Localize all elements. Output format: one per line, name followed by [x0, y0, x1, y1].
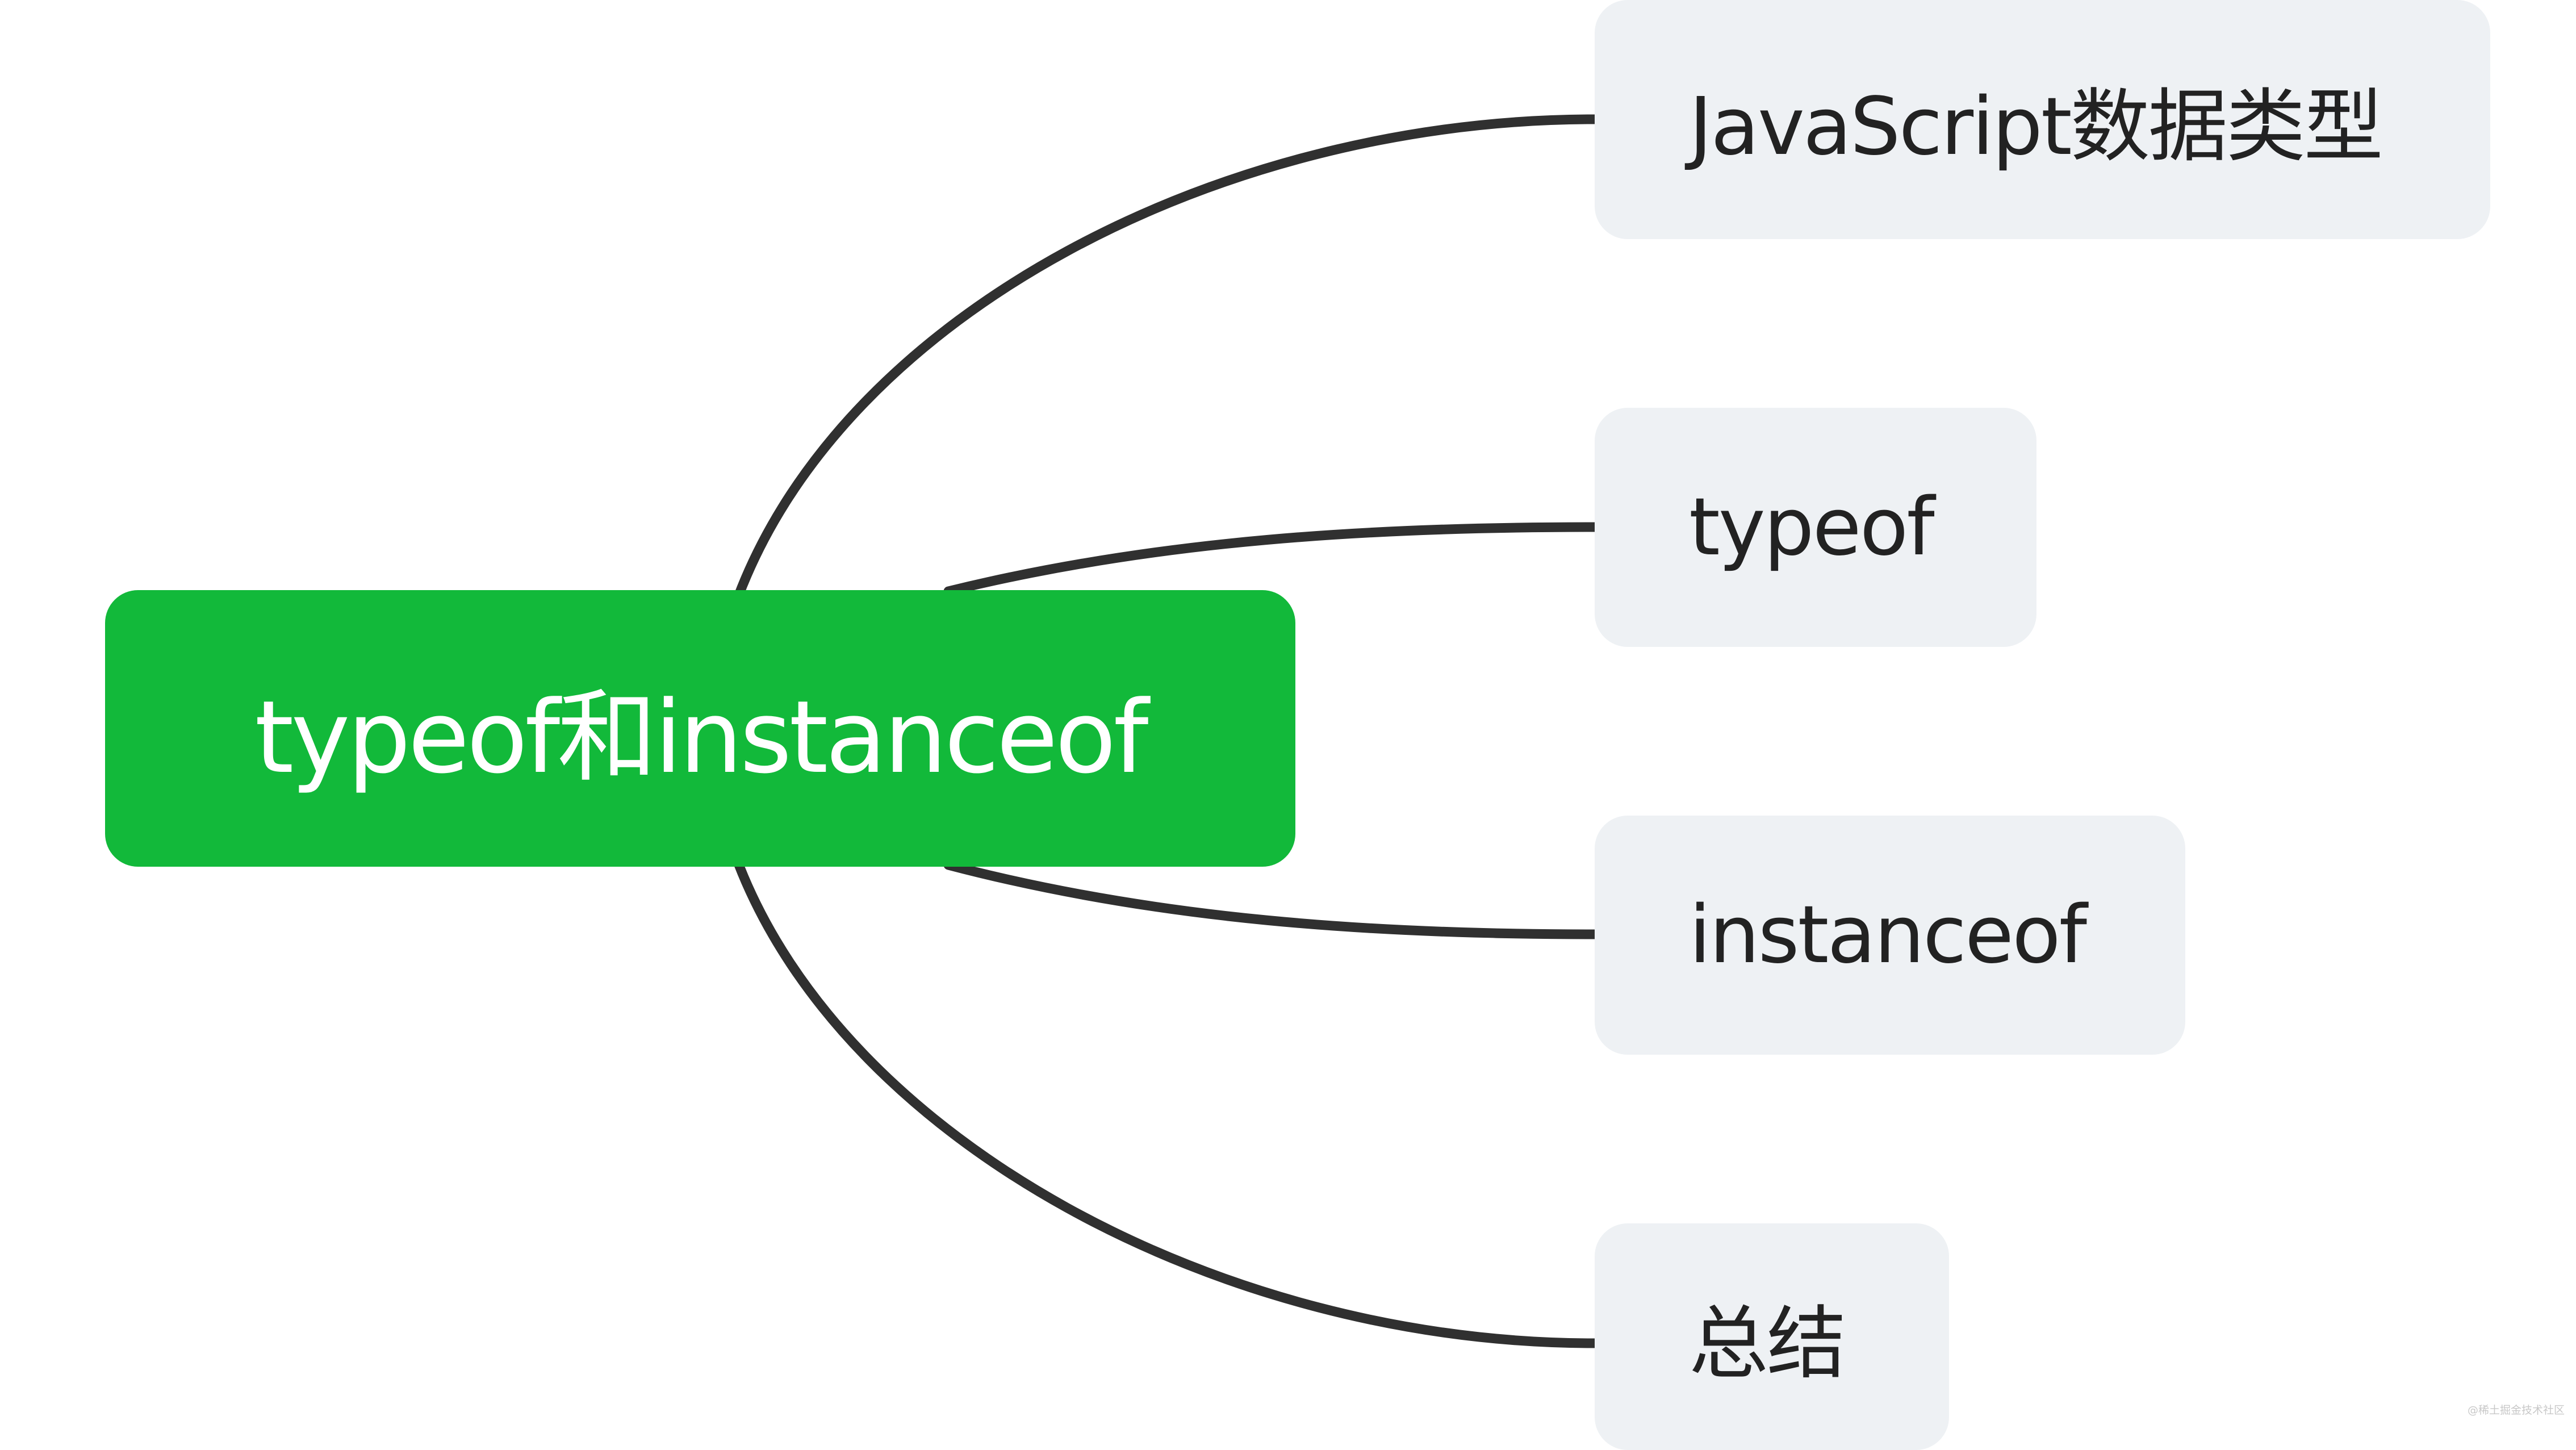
- connector-javascript-data-types: [733, 114, 1600, 601]
- root-node[interactable]: typeof和instanceof: [105, 590, 1295, 867]
- branch-node-summary[interactable]: 总结: [1595, 1223, 1949, 1450]
- connector-instanceof: [943, 860, 1600, 939]
- branch-node-instanceof[interactable]: instanceof: [1595, 816, 2185, 1055]
- branch-node-label: typeof: [1689, 481, 1935, 574]
- branch-node-label: instanceof: [1689, 889, 2087, 981]
- root-node-label: typeof和instanceof: [254, 679, 1148, 796]
- branch-node-label: 总结: [1689, 1297, 1846, 1390]
- watermark: @稀土掘金技术社区: [2467, 1404, 2565, 1416]
- branch-node-typeof[interactable]: typeof: [1595, 408, 2036, 647]
- branch-node-javascript-data-types[interactable]: JavaScript数据类型: [1595, 0, 2490, 239]
- connector-summary: [733, 858, 1600, 1348]
- connector-typeof: [943, 522, 1600, 596]
- branch-node-label: JavaScript数据类型: [1689, 80, 2383, 173]
